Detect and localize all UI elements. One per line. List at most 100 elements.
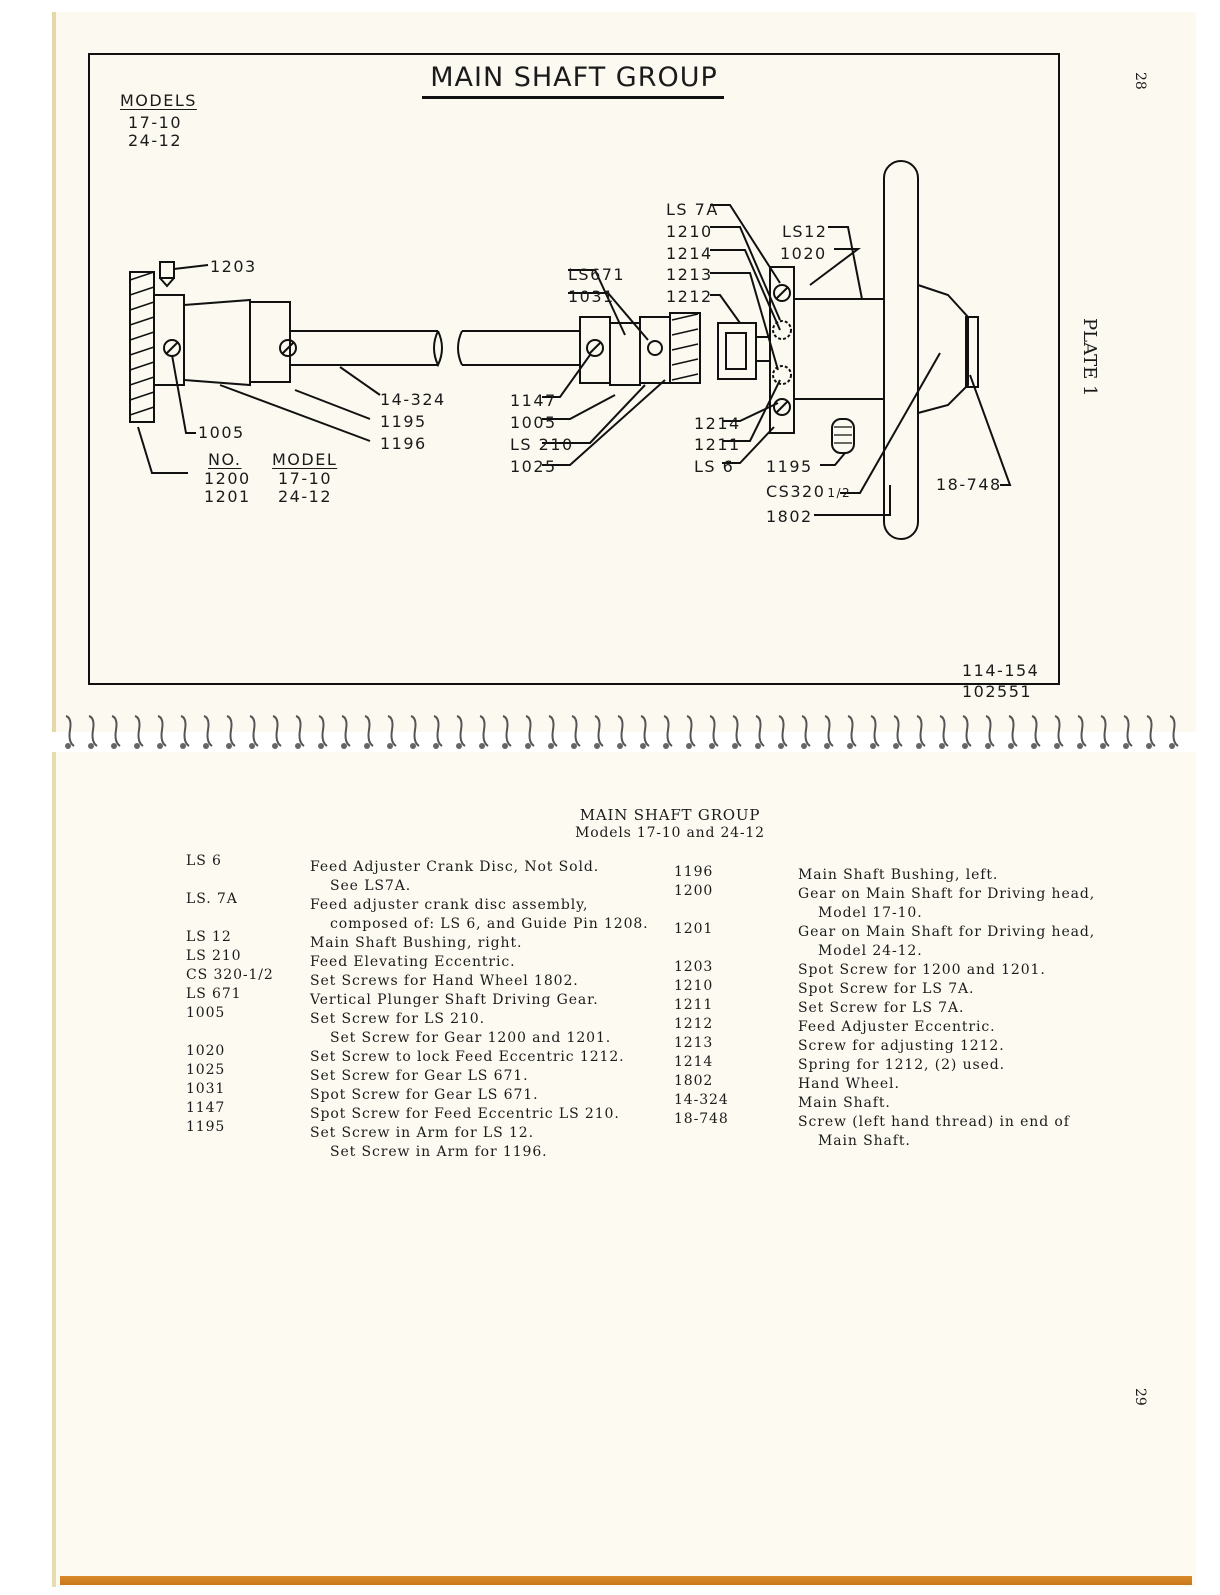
part-description: Feed Elevating Eccentric. [310,954,516,970]
part-description: Vertical Plunger Shaft Driving Gear. [310,992,599,1008]
callout-cs320-fraction: 1/2 [827,486,852,500]
spiral-coil [732,715,742,747]
spiral-coil [1031,715,1041,747]
part-description: Screw for adjusting 1212. [798,1038,1005,1054]
callout-ls210: LS 210 [510,435,574,454]
gear-table-no: 1201 [204,487,251,506]
spiral-hole [1146,743,1152,749]
legend-title: MAIN SHAFT GROUP [579,806,761,824]
spiral-hole [249,743,255,749]
spiral-coil [1008,715,1018,747]
spiral-coil [387,715,397,747]
spiral-coil [939,715,949,747]
part-number: 1212 [674,1016,714,1032]
spiral-coil [502,715,512,747]
spiral-hole [479,743,485,749]
spiral-coil [870,715,880,747]
part-number: 1214 [674,1054,714,1070]
spiral-hole [226,743,232,749]
spiral-hole [571,743,577,749]
spiral-coil [180,715,190,747]
spiral-coil [962,715,972,747]
callout-1214: 1214 [666,244,713,263]
spiral-coil [663,715,673,747]
spiral-hole [295,743,301,749]
callout-1147: 1147 [510,391,557,410]
spiral-coil [272,715,282,747]
spiral-coil [686,715,696,747]
part-description: Set Screw for LS 7A. [798,1000,965,1016]
part-number: 1005 [186,1005,226,1021]
part-description: Spot Screw for LS 7A. [798,981,975,997]
spiral-coil [1054,715,1064,747]
drawing-number: 114-154 [962,661,1040,680]
callout-1210: 1210 [666,222,713,241]
spiral-coil [134,715,144,747]
part-number: 1025 [186,1062,226,1078]
part-description: See LS7A. [330,878,412,894]
gear-table-model: 24-12 [278,487,332,506]
spiral-hole [1031,743,1037,749]
part-description: composed of: LS 6, and Guide Pin 1208. [330,916,649,932]
spiral-coil [479,715,489,747]
part-description: Feed adjuster crank disc assembly, [310,897,589,913]
part-description: Set Screws for Hand Wheel 1802. [310,973,579,989]
spiral-hole [548,743,554,749]
spiral-coil [157,715,167,747]
spiral-hole [111,743,117,749]
spiral-hole [709,743,715,749]
spiral-hole [364,743,370,749]
spiral-hole [1169,743,1175,749]
spiral-coil [985,715,995,747]
spiral-hole [272,743,278,749]
spiral-hole [1100,743,1106,749]
callout-1020: 1020 [780,244,827,263]
part-description: Spot Screw for Feed Eccentric LS 210. [310,1106,620,1122]
part-number: 1200 [674,883,714,899]
part-number: LS 210 [186,948,242,964]
spiral-hole [318,743,324,749]
spiral-coil [801,715,811,747]
spiral-coil [525,715,535,747]
callout-ls12: LS12 [782,222,828,241]
callout-ls6: LS 6 [694,457,735,476]
spiral-coil [226,715,236,747]
callout-ls7a: LS 7A [666,200,719,219]
plate-title: MAIN SHAFT GROUP [430,62,718,93]
callout-1005: 1005 [510,413,557,432]
spiral-hole [617,743,623,749]
model-24-12: 24-12 [128,131,182,150]
spiral-hole [663,743,669,749]
part-number: LS 6 [186,853,222,869]
part-number: 1031 [186,1081,226,1097]
spiral-coil [88,715,98,747]
part-description: Model 24-12. [818,943,923,959]
lower-page [52,752,1196,1587]
part-number: 1213 [674,1035,714,1051]
spiral-hole [134,743,140,749]
part-number: LS 12 [186,929,232,945]
part-description: Main Shaft Bushing, left. [798,867,999,883]
spiral-coil [456,715,466,747]
spiral-coil [778,715,788,747]
part-number: LS. 7A [186,891,238,907]
spiral-hole [1077,743,1083,749]
spiral-coil [410,715,420,747]
callout-1214: 1214 [694,414,741,433]
spiral-hole [65,743,71,749]
spiral-coil [640,715,650,747]
spiral-hole [433,743,439,749]
legend-subtitle: Models 17-10 and 24-12 [575,825,765,841]
spiral-coil [433,715,443,747]
page-number-bottom: 29 [1132,1388,1148,1406]
spiral-hole [870,743,876,749]
spiral-coil [755,715,765,747]
spiral-hole [502,743,508,749]
spiral-hole [157,743,163,749]
spiral-hole [916,743,922,749]
part-number: 14-324 [674,1092,729,1108]
callout-1203: 1203 [210,257,257,276]
spiral-hole [88,743,94,749]
spiral-hole [594,743,600,749]
book-cover-edge [60,1576,1192,1585]
